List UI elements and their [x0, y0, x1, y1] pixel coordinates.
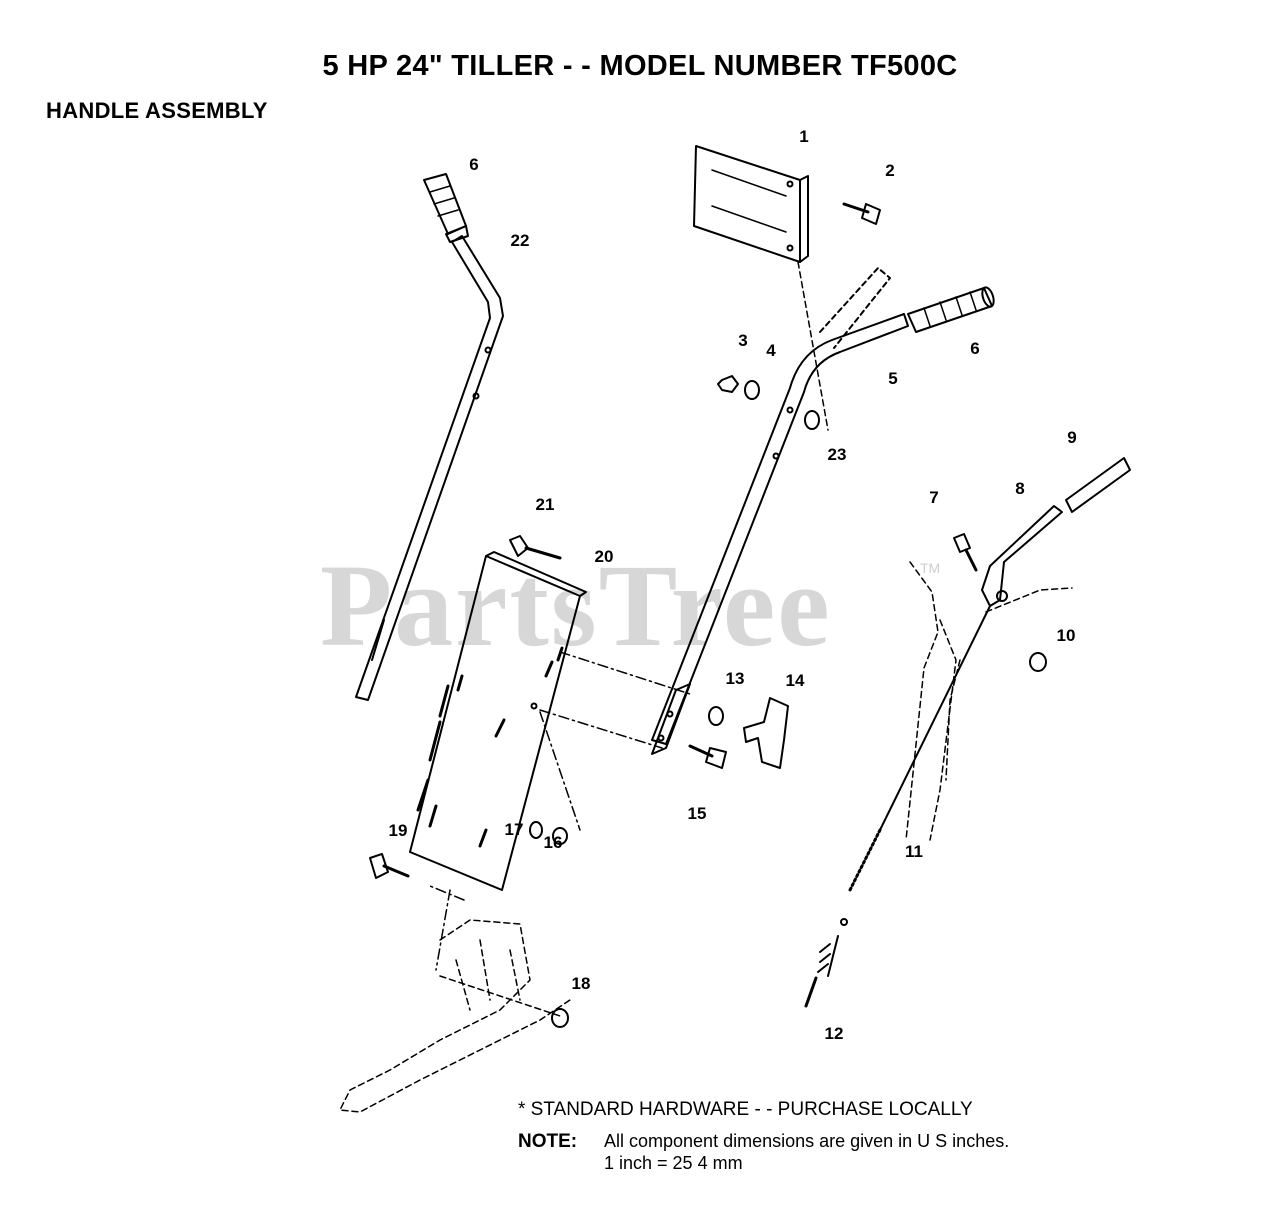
part-callout-15: 15 [688, 804, 707, 823]
spring-12 [804, 918, 848, 1008]
watermark-trademark: TM [920, 560, 941, 576]
control-rod-11 [848, 605, 991, 892]
nut-18 [551, 1008, 569, 1028]
part-callout-20: 20 [595, 547, 614, 566]
left-handle-tube [355, 235, 504, 701]
part-callout-10: 10 [1057, 626, 1076, 645]
part-callout-8: 8 [1015, 479, 1024, 498]
part-callout-6: 6 [970, 339, 979, 358]
bolt-7 [953, 533, 978, 572]
part-callout-3: 3 [738, 331, 747, 350]
knob-14 [743, 697, 789, 769]
bolt-21 [509, 535, 562, 560]
mounting-plate [409, 551, 587, 891]
section-heading: HANDLE ASSEMBLY [46, 98, 268, 123]
control-lever [981, 505, 1063, 607]
nut-16 [552, 827, 568, 845]
washer-13 [708, 706, 724, 726]
right-handle-tube [651, 313, 909, 755]
left-grip [423, 173, 469, 243]
part-callout-9: 9 [1067, 428, 1076, 447]
watermark-logo: PartsTree [320, 540, 832, 671]
right-frame-outline [905, 561, 1073, 841]
part-callout-14: 14 [786, 671, 805, 690]
part-callout-22: 22 [511, 231, 530, 250]
nut-17 [529, 821, 543, 839]
nut-10 [1029, 652, 1047, 672]
standard-hardware-note: * STANDARD HARDWARE - - PURCHASE LOCALLY [518, 1099, 973, 1120]
bolt-19 [369, 853, 410, 879]
notes-block: * STANDARD HARDWARE - - PURCHASE LOCALLY… [518, 1098, 1009, 1175]
page-title: 5 HP 24" TILLER - - MODEL NUMBER TF500C [322, 50, 958, 82]
dimension-note: NOTE: All component dimensions are given… [518, 1130, 1009, 1175]
part-callout-21: 21 [536, 495, 555, 514]
part-callout-19: 19 [389, 821, 408, 840]
part-callout-12: 12 [825, 1024, 844, 1043]
part-callout-18: 18 [572, 974, 591, 993]
nut-3 [717, 375, 739, 393]
dashed-bracket [819, 267, 891, 349]
note-label: NOTE: [518, 1130, 578, 1152]
part-callout-2: 2 [885, 161, 894, 180]
part-callout-23: 23 [828, 445, 847, 464]
part-callout-11: 11 [905, 842, 923, 861]
washer-4 [744, 380, 760, 400]
part-callout-1: 1 [799, 127, 808, 146]
part-callout-5: 5 [888, 369, 897, 388]
tiller-frame-outline [339, 919, 571, 1113]
part-callout-17: 17 [505, 820, 524, 839]
washer-23 [804, 410, 820, 430]
shield-plate [693, 145, 829, 431]
note-line-1: All component dimensions are given in U … [604, 1130, 1010, 1151]
lever-grip-9 [1065, 457, 1131, 513]
note-line-2: 1 inch = 25 4 mm [604, 1153, 743, 1174]
bolt-2 [842, 202, 881, 225]
part-callout-16: 16 [544, 833, 563, 852]
bolt-15 [688, 744, 727, 769]
part-callout-7: 7 [929, 488, 938, 507]
part-callout-13: 13 [726, 669, 745, 688]
part-callout-6: 6 [469, 155, 478, 174]
right-grip [907, 286, 995, 333]
part-callout-4: 4 [766, 341, 776, 360]
